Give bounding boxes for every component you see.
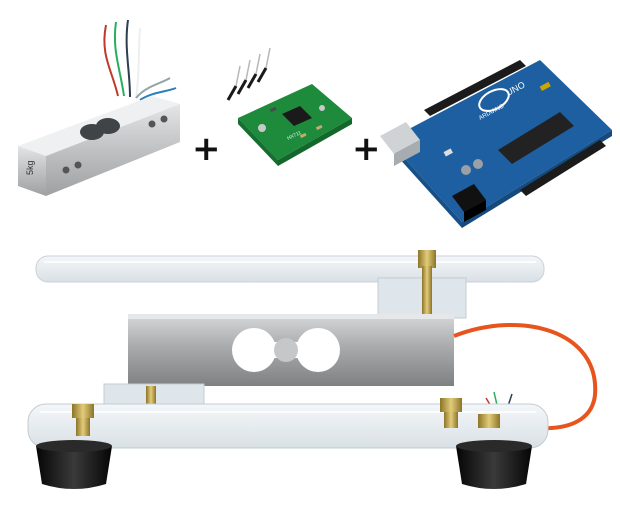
arduino-uno-board-icon: UNO ARDUINO	[380, 60, 612, 228]
rubber-foot-icon	[36, 440, 112, 489]
plus-symbol: +	[192, 129, 221, 169]
plus-symbol: +	[352, 129, 381, 169]
load-cell-label: 5kg	[25, 160, 35, 175]
bolt-icon	[478, 414, 500, 428]
hx711-label: HX711	[286, 130, 302, 142]
hx711-amplifier-board-icon: HX711	[226, 47, 352, 166]
assembled-scale-platform-icon	[27, 250, 598, 489]
bolt-icon	[72, 404, 94, 436]
load-cell-sensor-icon: 5kg	[18, 19, 180, 196]
rubber-foot-icon	[456, 440, 532, 489]
bolt-icon	[440, 398, 462, 428]
